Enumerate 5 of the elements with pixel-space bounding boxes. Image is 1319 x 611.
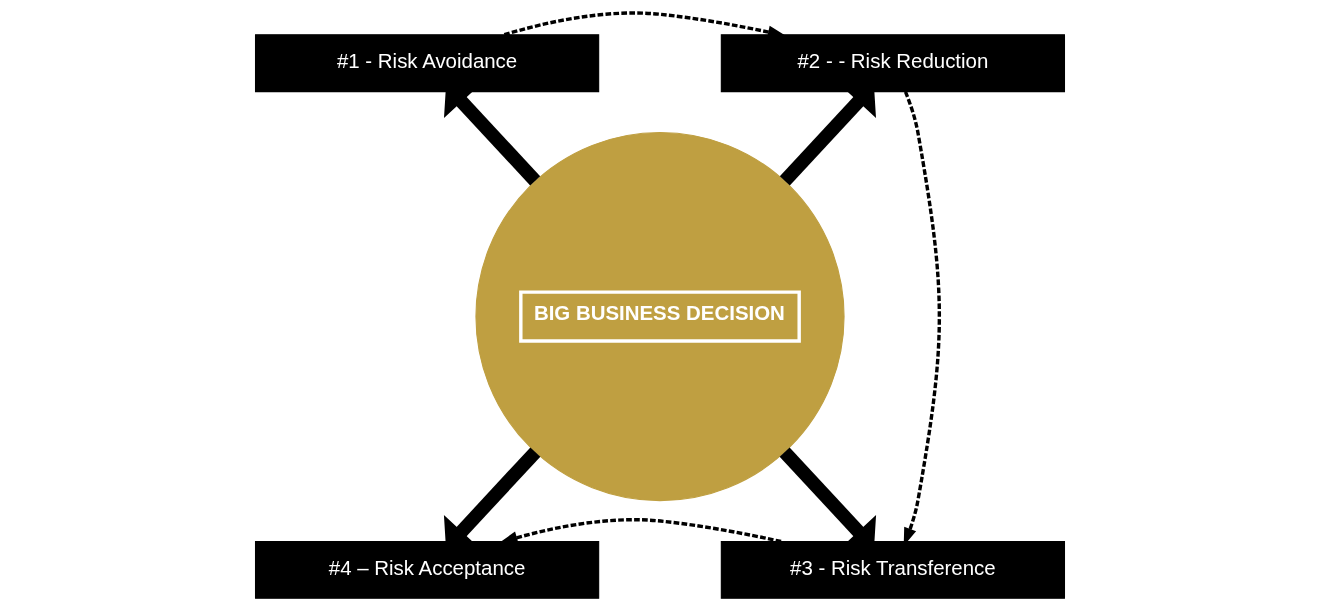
node-box: #4 – Risk Acceptance [254, 540, 599, 599]
node-box: #3 - Risk Transference [720, 540, 1065, 599]
node-circle: BIG BUSINESS DECISION [474, 131, 845, 502]
node-box: #1 - Risk Avoidance [254, 34, 599, 93]
node-box: #2 - - Risk Reduction [720, 34, 1065, 93]
